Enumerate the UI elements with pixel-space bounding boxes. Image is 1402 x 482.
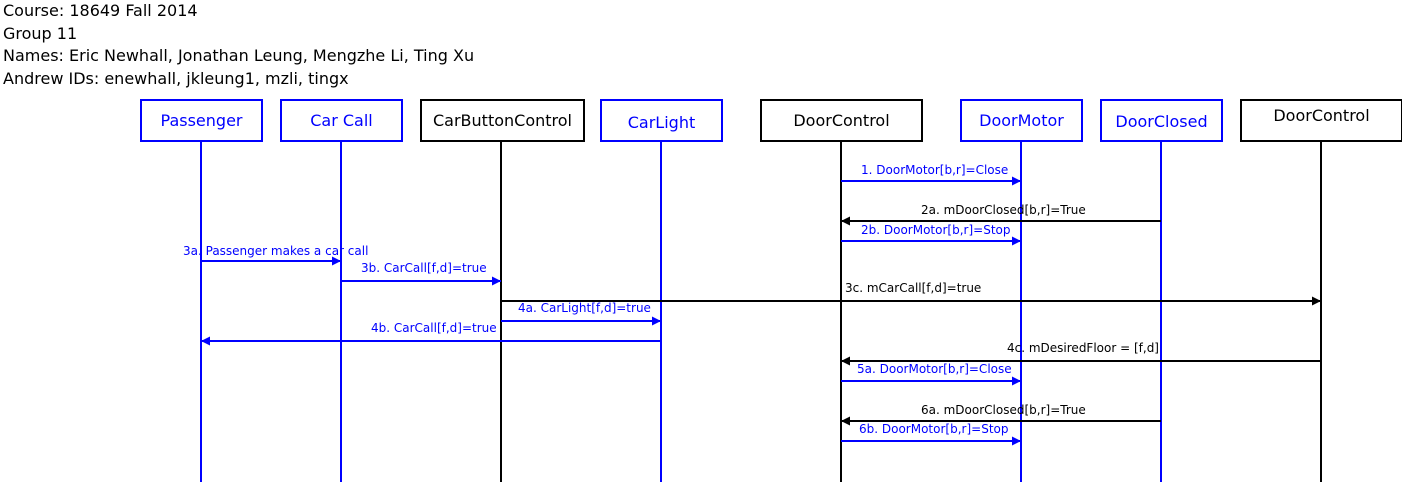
names-label: Names: Eric Newhall, Jonathan Leung, Men… <box>3 46 475 65</box>
message-8: 4b. CarCall[f,d]=true <box>201 321 661 346</box>
actor-label-car-button-control: CarButtonControl <box>433 111 572 130</box>
message-label: 3a. Passenger makes a car call <box>183 244 368 258</box>
message-2: 2a. mDoorClosed[b,r]=True <box>841 203 1161 226</box>
header-info: Course: 18649 Fall 2014 Group 11 Names: … <box>3 0 474 90</box>
message-label: 2b. DoorMotor[b,r]=Stop <box>861 223 1010 237</box>
actor-label-door-closed: DoorClosed <box>1115 112 1207 131</box>
actor-box-car-button-control <box>420 99 585 142</box>
actor-passenger: Passenger <box>140 99 263 142</box>
message-label: 1. DoorMotor[b,r]=Close <box>861 163 1008 177</box>
actor-label-passenger: Passenger <box>161 111 243 130</box>
actor-door-control: DoorControl <box>760 99 923 142</box>
actor-car-call: Car Call <box>280 99 403 142</box>
message-5: 3b. CarCall[f,d]=true <box>341 261 501 286</box>
actor-label-car-light: CarLight <box>628 113 695 132</box>
actor-door-motor: DoorMotor <box>960 99 1083 142</box>
message-label: 4c. mDesiredFloor = [f,d] <box>1007 341 1159 355</box>
actor-label-door-control-2: DoorControl <box>1273 106 1369 125</box>
message-6: 3c. mCarCall[f,d]=true <box>501 281 1321 306</box>
message-10: 5a. DoorMotor[b,r]=Close <box>841 362 1021 386</box>
message-label: 3c. mCarCall[f,d]=true <box>845 281 981 295</box>
actor-door-closed: DoorClosed <box>1100 99 1223 142</box>
course-label: Course: 18649 Fall 2014 <box>3 1 198 20</box>
actor-door-control-2: DoorControl <box>1240 99 1402 142</box>
actor-car-button-control: CarButtonControl <box>420 99 585 142</box>
actor-label-door-motor: DoorMotor <box>979 111 1064 130</box>
message-9: 4c. mDesiredFloor = [f,d] <box>841 341 1321 366</box>
message-7: 4a. CarLight[f,d]=true <box>501 301 661 326</box>
message-label: 2a. mDoorClosed[b,r]=True <box>921 203 1086 217</box>
group-label: Group 11 <box>3 23 78 43</box>
actor-box-car-call <box>280 99 403 142</box>
message-3: 2b. DoorMotor[b,r]=Stop <box>841 223 1021 246</box>
actor-label-car-call: Car Call <box>310 111 373 130</box>
message-label: 4a. CarLight[f,d]=true <box>518 301 651 315</box>
message-label: 3b. CarCall[f,d]=true <box>361 261 487 275</box>
andrew-ids-label: Andrew IDs: enewhall, jkleung1, mzli, ti… <box>3 68 349 88</box>
message-4: 3a. Passenger makes a car call <box>183 244 368 266</box>
actor-car-light: CarLight <box>600 99 723 142</box>
message-label: 6a. mDoorClosed[b,r]=True <box>921 403 1086 417</box>
message-label: 5a. DoorMotor[b,r]=Close <box>857 362 1012 376</box>
actor-box-door-closed <box>1100 99 1223 142</box>
actor-box-car-light <box>600 99 723 142</box>
message-12: 6b. DoorMotor[b,r]=Stop <box>841 422 1021 446</box>
actor-box-door-control <box>760 99 923 142</box>
message-label: 4b. CarCall[f,d]=true <box>371 321 497 335</box>
message-11: 6a. mDoorClosed[b,r]=True <box>841 403 1161 426</box>
actor-box-door-control-2 <box>1240 99 1402 142</box>
message-1: 1. DoorMotor[b,r]=Close <box>841 163 1021 186</box>
actor-box-door-motor <box>960 99 1083 142</box>
actor-box-passenger <box>140 99 263 142</box>
message-label: 6b. DoorMotor[b,r]=Stop <box>859 422 1008 436</box>
actor-label-door-control: DoorControl <box>793 111 889 130</box>
